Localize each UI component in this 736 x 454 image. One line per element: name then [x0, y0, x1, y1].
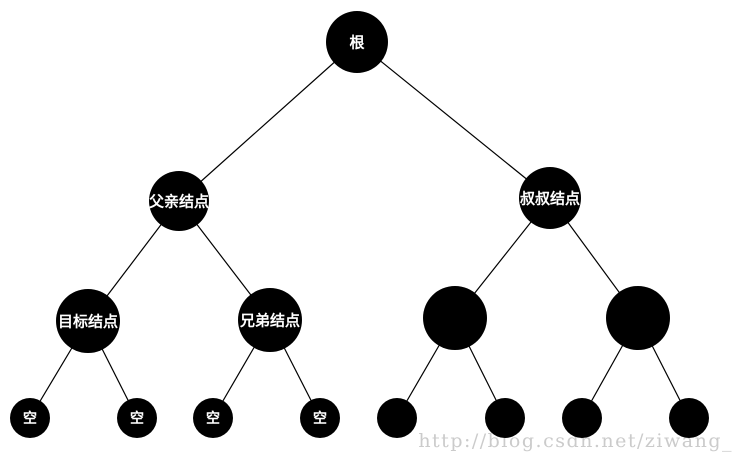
tree-node-circle-leaf-1 — [10, 398, 50, 438]
tree-node-leaf-1: 空 — [10, 398, 50, 438]
tree-node-leaf-5 — [377, 398, 417, 438]
tree-node-leaf-2: 空 — [117, 398, 157, 438]
tree-node-circle-leaf-7 — [562, 398, 602, 438]
tree-node-circle-target — [56, 289, 120, 353]
tree-node-leaf-6 — [485, 398, 525, 438]
tree-node-uncle: 叔叔结点 — [519, 167, 581, 229]
tree-node-root: 根 — [326, 11, 388, 73]
tree-node-leaf-7 — [562, 398, 602, 438]
tree-node-circle-parent — [149, 171, 209, 231]
tree-node-leaf-8 — [669, 398, 709, 438]
tree-node-leaf-3: 空 — [193, 398, 233, 438]
tree-node-circle-leaf-2 — [117, 398, 157, 438]
tree-edge-root-uncle — [356, 41, 551, 199]
tree-node-target: 目标结点 — [56, 289, 120, 353]
tree-node-uncle-right — [606, 286, 670, 350]
tree-node-label-leaf-1: 空 — [23, 410, 37, 426]
tree-node-label-sibling: 兄弟结点 — [239, 311, 300, 329]
tree-node-circle-leaf-6 — [485, 398, 525, 438]
tree-node-label-parent: 父亲结点 — [148, 192, 209, 210]
tree-node-circle-uncle-right — [606, 286, 670, 350]
tree-node-sibling: 兄弟结点 — [238, 288, 302, 352]
tree-node-circle-leaf-4 — [300, 398, 340, 438]
tree-node-circle-leaf-8 — [669, 398, 709, 438]
tree-node-label-leaf-2: 空 — [130, 410, 144, 426]
tree-edge-root-parent — [178, 41, 358, 202]
tree-edges-layer — [29, 41, 690, 419]
tree-node-circle-leaf-5 — [377, 398, 417, 438]
tree-node-circle-uncle-left — [423, 286, 487, 350]
tree-node-label-leaf-3: 空 — [206, 410, 220, 426]
tree-node-circle-leaf-3 — [193, 398, 233, 438]
tree-node-label-root: 根 — [349, 33, 364, 51]
tree-node-circle-root — [326, 11, 388, 73]
tree-node-label-uncle: 叔叔结点 — [520, 189, 580, 207]
tree-node-leaf-4: 空 — [300, 398, 340, 438]
tree-node-circle-uncle — [519, 167, 581, 229]
tree-node-circle-sibling — [238, 288, 302, 352]
tree-node-label-leaf-4: 空 — [313, 410, 327, 426]
tree-node-parent: 父亲结点 — [148, 171, 209, 231]
tree-node-label-target: 目标结点 — [58, 312, 118, 330]
tree-node-uncle-left — [423, 286, 487, 350]
